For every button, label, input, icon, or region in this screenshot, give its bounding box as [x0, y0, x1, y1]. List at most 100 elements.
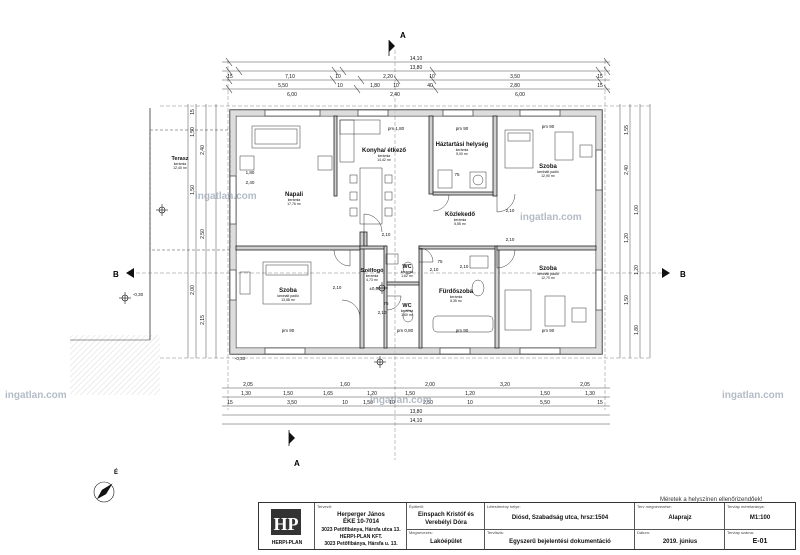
svg-text:2,10: 2,10 [333, 285, 342, 290]
svg-text:10: 10 [389, 400, 395, 406]
svg-text:2,80: 2,80 [510, 83, 520, 89]
dim-top-13-80: 13,80 [410, 65, 423, 71]
svg-text:2,00: 2,00 [190, 285, 196, 295]
outer-walls [229, 109, 603, 355]
svg-text:kerámia: kerámia [401, 309, 414, 313]
svg-text:WC: WC [402, 303, 411, 309]
svg-text:5,50: 5,50 [278, 83, 288, 89]
svg-text:2,05: 2,05 [243, 382, 253, 388]
svg-text:4,73 m²: 4,73 m² [366, 278, 379, 282]
svg-text:1,50: 1,50 [540, 391, 550, 397]
title-block: HP HERPI-PLAN Tervező: Herperger János É… [258, 502, 796, 550]
herpi-plan-logo-icon: HP [271, 509, 301, 535]
svg-text:Konyha/ étkező: Konyha/ étkező [362, 148, 406, 154]
svg-text:2,10: 2,10 [378, 310, 387, 315]
watermark: ingatlan.com [722, 390, 784, 401]
svg-text:kerámia: kerámia [454, 218, 467, 222]
svg-text:15: 15 [597, 83, 603, 89]
level-markers [119, 204, 388, 368]
svg-text:laminált padló: laminált padló [537, 170, 559, 174]
svg-text:Szoba: Szoba [539, 164, 557, 170]
svg-text:B: B [113, 270, 119, 279]
svg-text:3,50: 3,50 [287, 400, 297, 406]
svg-text:12,90 m²: 12,90 m² [541, 174, 556, 178]
svg-text:1,60: 1,60 [340, 382, 350, 388]
logo-cell: HP HERPI-PLAN [259, 503, 315, 549]
svg-text:5,35 m²: 5,35 m² [450, 299, 463, 303]
dim-bottom-13-80: 13,80 [410, 409, 423, 415]
svg-text:1,65: 1,65 [323, 391, 333, 397]
svg-text:pm 90: pm 90 [456, 328, 469, 333]
svg-text:1,20: 1,20 [634, 265, 640, 275]
right-dimension-labels: 1,55 2,40 1,00 1,20 1,20 1,50 1,80 [624, 125, 640, 335]
svg-text:2,10: 2,10 [506, 208, 515, 213]
svg-text:2,05: 2,05 [580, 382, 590, 388]
watermark: ingatlan.com [5, 390, 67, 401]
watermark: ingatlan.com [370, 395, 432, 406]
svg-text:1,50: 1,50 [190, 127, 196, 137]
axis-lines [130, 50, 670, 460]
svg-text:±0,00: ±0,00 [369, 286, 381, 291]
right-dimensions [619, 104, 651, 358]
svg-text:-0,30: -0,30 [235, 356, 246, 361]
svg-text:pm 90: pm 90 [456, 126, 469, 131]
svg-text:pm 0,80: pm 0,80 [397, 328, 414, 333]
svg-text:10: 10 [337, 83, 343, 89]
svg-text:1,30: 1,30 [241, 391, 251, 397]
svg-text:1,55: 1,55 [624, 125, 630, 135]
svg-text:2,10: 2,10 [506, 237, 515, 242]
svg-text:laminált padló: laminált padló [537, 272, 559, 276]
top-dimensions [222, 57, 611, 94]
svg-text:17,76 m²: 17,76 m² [287, 202, 302, 206]
dim-overall-top: 14,10 [410, 56, 423, 62]
svg-text:1,62 m²: 1,62 m² [401, 274, 414, 278]
bottom-dimension-labels: 2,05 1,60 2,00 3,20 2,05 1,30 1,50 1,65 … [227, 382, 603, 424]
terrace [70, 108, 231, 395]
svg-text:Közlekedő: Közlekedő [445, 212, 475, 218]
svg-text:kerámia: kerámia [450, 295, 463, 299]
svg-text:1,50: 1,50 [190, 185, 196, 195]
svg-text:1,60 m²: 1,60 m² [401, 313, 414, 317]
svg-text:kerámia: kerámia [378, 154, 391, 158]
level-marker-icon [119, 292, 131, 304]
svg-text:10: 10 [393, 83, 399, 89]
section-marker-a-top: A [388, 31, 406, 56]
svg-text:3,50: 3,50 [510, 74, 520, 80]
svg-text:1,00: 1,00 [634, 205, 640, 215]
svg-text:A: A [400, 31, 406, 40]
svg-text:1,50: 1,50 [363, 400, 373, 406]
svg-text:7,10: 7,10 [285, 74, 295, 80]
svg-text:2,40: 2,40 [624, 165, 630, 175]
svg-text:kerámia: kerámia [288, 198, 301, 202]
svg-text:1,20: 1,20 [367, 391, 377, 397]
svg-text:kerámia: kerámia [401, 270, 414, 274]
svg-text:kerámia: kerámia [366, 274, 379, 278]
svg-text:5,00 m²: 5,00 m² [456, 152, 469, 156]
svg-text:2,10: 2,10 [430, 267, 439, 272]
svg-text:15: 15 [190, 109, 196, 115]
left-dimension-labels: 15 1,50 2,40 1,50 2,50 2,00 2,15 [190, 109, 206, 325]
north-arrow-icon: É [93, 468, 118, 503]
top-dimension-labels: 14,10 13,80 15 7,10 10 2,20 10 3,50 15 5… [227, 56, 603, 98]
svg-text:Szoba: Szoba [539, 266, 557, 272]
svg-text:40: 40 [427, 83, 433, 89]
svg-text:Napali: Napali [285, 192, 303, 198]
svg-text:6,00: 6,00 [515, 92, 525, 98]
svg-text:Fürdőszoba: Fürdőszoba [439, 289, 474, 295]
logo-text: HERPI-PLAN [271, 540, 303, 546]
section-marker-b-right: B [662, 268, 686, 279]
svg-text:pm 1,80: pm 1,80 [388, 126, 405, 131]
svg-text:1,80: 1,80 [246, 170, 255, 175]
svg-text:2,10: 2,10 [382, 232, 391, 237]
svg-text:kerámia: kerámia [456, 148, 469, 152]
client-cell: Építtető: Einspach Kristóf és Verebélyi … [407, 503, 485, 549]
svg-text:kerámia: kerámia [174, 162, 187, 166]
doors [333, 193, 516, 319]
svg-text:2,50: 2,50 [423, 400, 433, 406]
svg-text:1,30: 1,30 [585, 391, 595, 397]
svg-text:2,50: 2,50 [200, 229, 206, 239]
